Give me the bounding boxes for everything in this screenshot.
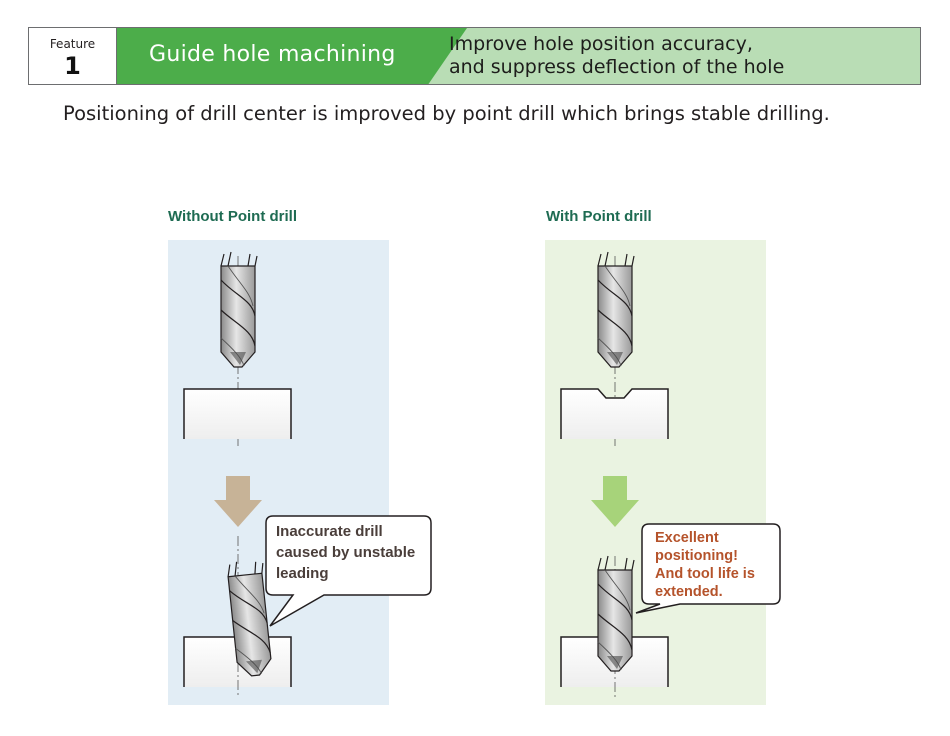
right-callout-line-4: extended. [655,584,723,600]
right-callout-text: Excellent positioning! And tool life is … [655,529,755,601]
right-panel-background [545,240,766,705]
subtitle-line-1: Improve hole position accuracy, [449,33,753,55]
right-callout-line-2: positioning! [655,548,738,564]
left-callout-line-2: caused by unstable [276,544,416,561]
left-speech-bubble [265,515,432,627]
subtitle-line-2: and suppress deflection of the hole [449,56,785,78]
right-bottom-drill [597,555,635,698]
banner-title: Guide hole machining [149,42,396,67]
feature-label: Feature [49,37,96,51]
left-callout-text: Inaccurate drill caused by unstable lead… [276,521,415,584]
left-callout-line-3: leading [276,565,329,582]
left-callout-line-1: Inaccurate drill [276,523,383,540]
right-speech-bubble [635,523,781,614]
title-background [117,28,467,84]
feature-banner: Feature 1 Guide hole machining Improve h… [28,27,921,85]
left-bottom-drill [226,536,276,698]
right-panel-title: With Point drill [546,208,652,225]
banner-subtitle: Improve hole position accuracy, and supp… [449,33,784,79]
feature-badge: Feature 1 [29,28,117,84]
left-top-drill [220,251,258,448]
right-top-workpiece [560,388,669,439]
feature-number: 1 [64,52,81,80]
left-top-workpiece [183,388,292,439]
left-down-arrow [214,476,262,527]
right-callout-line-3: And tool life is [655,566,755,582]
right-down-arrow [591,476,639,527]
left-panel-background [168,240,389,705]
left-panel-title: Without Point drill [168,208,298,225]
right-top-drill [597,251,635,448]
description-text: Positioning of drill center is improved … [63,102,830,125]
right-callout-line-1: Excellent [655,530,719,546]
